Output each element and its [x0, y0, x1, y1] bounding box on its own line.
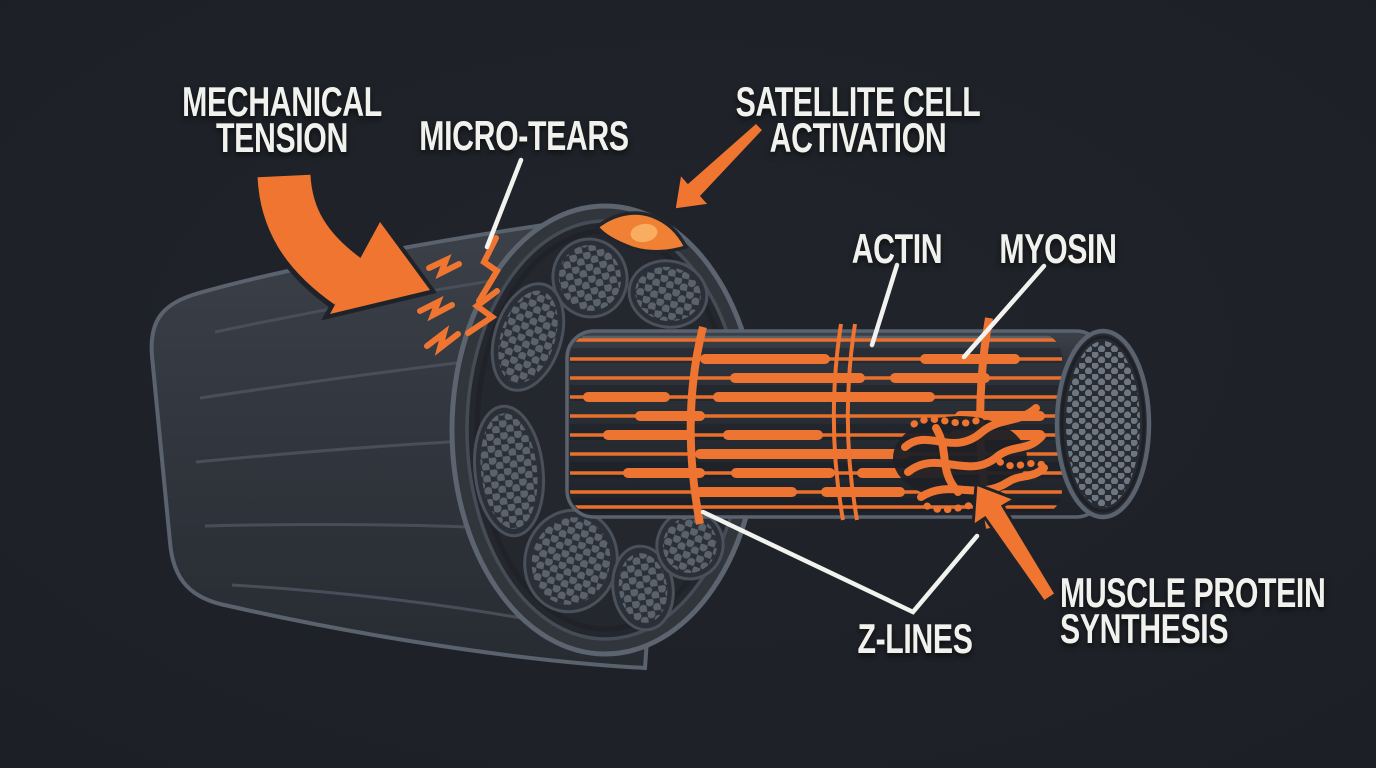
label-muscle-protein-synthesis: MUSCLE PROTEIN SYNTHESIS	[1060, 569, 1326, 652]
protein-tangle-icon	[893, 404, 1049, 514]
label-z-lines: Z-LINES	[857, 615, 973, 662]
mechanical-tension-arrow-icon	[253, 173, 438, 321]
label-mechanical-tension-line1: MECHANICAL	[182, 78, 382, 125]
muscle-cross-section	[449, 203, 763, 657]
actin-leader-line	[869, 262, 900, 348]
satellite-cell-icon	[594, 211, 689, 254]
label-mechanical-tension: MECHANICAL TENSION	[182, 78, 382, 161]
mps-arrow-icon	[971, 481, 1059, 605]
label-satellite-line2: ACTIVATION	[769, 114, 947, 161]
myofibril-end-cap	[1054, 328, 1152, 520]
leader-lines	[484, 157, 1047, 615]
myofibril	[565, 317, 1152, 529]
label-myosin: MYOSIN	[999, 225, 1117, 272]
fascicle-bundles	[473, 237, 763, 632]
label-actin: ACTIN	[851, 225, 943, 272]
myosin-filament-icon	[583, 354, 1045, 497]
label-mps-line1: MUSCLE PROTEIN	[1060, 569, 1326, 616]
label-satellite-cell-activation: SATELLITE CELL ACTIVATION	[735, 78, 981, 161]
myosin-leader-line	[961, 263, 1047, 360]
micro-tears-icon	[417, 235, 502, 356]
satellite-arrow-icon	[672, 119, 767, 212]
label-mps-line2: SYNTHESIS	[1060, 605, 1229, 652]
label-mechanical-tension-line2: TENSION	[216, 114, 348, 161]
z-lines-leader-line	[700, 509, 980, 615]
micro-tears-leader-line	[484, 157, 524, 250]
label-satellite-line1: SATELLITE CELL	[735, 78, 981, 125]
label-micro-tears: MICRO-TEARS	[419, 112, 629, 159]
